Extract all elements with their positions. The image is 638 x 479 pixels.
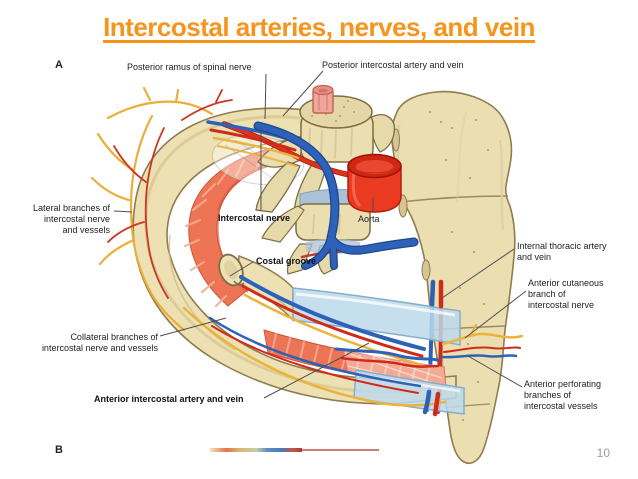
anterior-intercostal-artery bbox=[340, 356, 440, 368]
lateral-branch-nerves bbox=[90, 86, 233, 332]
perforating-artery bbox=[443, 346, 521, 353]
leader-collateral bbox=[159, 317, 227, 337]
leader-lines bbox=[113, 70, 527, 399]
label-aorta: Aorta bbox=[358, 214, 380, 224]
label-anterior-intercostal: Anterior intercostal artery and vein bbox=[94, 394, 244, 404]
costal-groove-vessels bbox=[239, 275, 426, 366]
page-number: 10 bbox=[596, 446, 610, 460]
anterior-cutaneous-nerve bbox=[441, 332, 524, 346]
perforating-vein bbox=[440, 354, 518, 359]
intercostal-nerve-line bbox=[212, 136, 300, 160]
slide-title: Intercostal arteries, nerves, and vein bbox=[103, 12, 535, 42]
label-anterior-cutaneous: Anterior cutaneous branch of intercostal… bbox=[528, 278, 604, 310]
aorta-cylinder bbox=[347, 153, 402, 213]
label-collateral-branches: Collateral branches of intercostal nerve… bbox=[41, 332, 158, 353]
collateral-vessels bbox=[182, 306, 447, 407]
costal-cartilage-upper bbox=[292, 287, 461, 346]
label-lateral-branches: Lateral branches of intercostal nerve an… bbox=[32, 203, 110, 235]
leader-anterior-cutaneous bbox=[464, 290, 527, 339]
anterior-vessels bbox=[334, 324, 524, 368]
costal-groove-notch bbox=[233, 280, 245, 286]
leader-posterior-intercostal bbox=[282, 70, 324, 117]
label-posterior-intercostal: Posterior intercostal artery and vein bbox=[322, 60, 464, 70]
posterior-veins bbox=[253, 121, 419, 270]
leader-anterior-perforating bbox=[467, 355, 523, 388]
leader-anterior-intercostal bbox=[263, 342, 370, 399]
panel-a-letter: A bbox=[55, 59, 63, 71]
label-costal-groove: Costal groove bbox=[256, 256, 317, 266]
figure-b-strip bbox=[210, 448, 379, 452]
leader-costal-groove bbox=[229, 261, 254, 277]
label-anterior-perforating: Anterior perforating branches of interco… bbox=[524, 379, 602, 411]
label-posterior-ramus: Posterior ramus of spinal nerve bbox=[127, 62, 252, 72]
panel-b-letter: B bbox=[55, 444, 63, 456]
label-intercostal-nerve: Intercostal nerve bbox=[218, 213, 291, 223]
leader-posterior-ramus bbox=[264, 73, 267, 120]
leader-internal-thoracic bbox=[441, 248, 515, 299]
internal-thoracic-stubs bbox=[422, 279, 444, 417]
leader-lateral-branches bbox=[113, 210, 133, 213]
label-internal-thoracic: Internal thoracic artery and vein bbox=[517, 241, 607, 262]
spinal-cord bbox=[312, 84, 334, 114]
